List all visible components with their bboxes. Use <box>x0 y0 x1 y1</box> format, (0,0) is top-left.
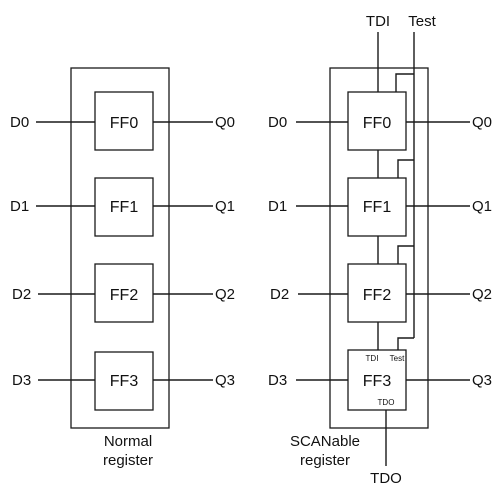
scan-register-outline <box>329 67 429 429</box>
scan-test-tap-ff3 <box>397 337 414 350</box>
scan-q2-label: Q2 <box>472 286 492 303</box>
scan-ff0-box <box>347 91 407 151</box>
normal-d1-label: D1 <box>10 198 29 215</box>
scan-tdo-label: TDO <box>370 470 402 487</box>
scan-ff3-tdo-label: TDO <box>378 398 395 407</box>
normal-q2-label: Q2 <box>215 286 235 303</box>
normal-q1-label: Q1 <box>215 198 235 215</box>
scan-ff2-box <box>347 263 407 323</box>
scan-register: TDI Test FF0 D0 Q0 FF1 D1 Q1 FF2 D2 <box>268 13 492 487</box>
scan-ff3-test-label: Test <box>390 354 405 363</box>
normal-register: FF0 D0 Q0 FF1 D1 Q1 FF2 D2 Q2 FF3 D3 Q3 … <box>10 67 235 469</box>
normal-ff2-label: FF2 <box>110 287 139 304</box>
scan-ff2-label: FF2 <box>363 287 392 304</box>
scan-test-label: Test <box>408 13 436 30</box>
normal-caption-line1: Normal <box>104 433 152 450</box>
scan-ff3-tdi-label: TDI <box>366 354 379 363</box>
scan-test-tap-ff0 <box>395 73 414 92</box>
scan-caption-line1: SCANable <box>290 433 360 450</box>
scan-d2-label: D2 <box>270 286 289 303</box>
scan-ff3-label: FF3 <box>363 373 392 390</box>
normal-d2-label: D2 <box>12 286 31 303</box>
scan-ff3-box <box>347 349 407 411</box>
normal-ff0-box <box>94 91 154 151</box>
normal-register-outline <box>70 67 170 429</box>
normal-ff3-label: FF3 <box>110 373 139 390</box>
normal-ff3-box <box>94 351 154 411</box>
scan-d0-label: D0 <box>268 114 287 131</box>
scan-q1-label: Q1 <box>472 198 492 215</box>
scan-tdi-label: TDI <box>366 13 390 30</box>
scan-ff0-label: FF0 <box>363 115 392 132</box>
normal-q0-label: Q0 <box>215 114 235 131</box>
scan-caption-line2: register <box>300 452 350 469</box>
normal-ff1-label: FF1 <box>110 199 139 216</box>
normal-ff1-box <box>94 177 154 237</box>
scan-test-tap-ff1 <box>397 159 414 178</box>
scan-ff1-label: FF1 <box>363 199 392 216</box>
normal-ff2-box <box>94 263 154 323</box>
normal-q3-label: Q3 <box>215 372 235 389</box>
normal-d0-label: D0 <box>10 114 29 131</box>
scan-test-tap-ff2 <box>397 245 414 264</box>
scan-d1-label: D1 <box>268 198 287 215</box>
normal-d3-label: D3 <box>12 372 31 389</box>
scan-d3-label: D3 <box>268 372 287 389</box>
scan-q0-label: Q0 <box>472 114 492 131</box>
normal-ff0-label: FF0 <box>110 115 139 132</box>
scan-q3-label: Q3 <box>472 372 492 389</box>
scan-ff1-box <box>347 177 407 237</box>
normal-caption-line2: register <box>103 452 153 469</box>
